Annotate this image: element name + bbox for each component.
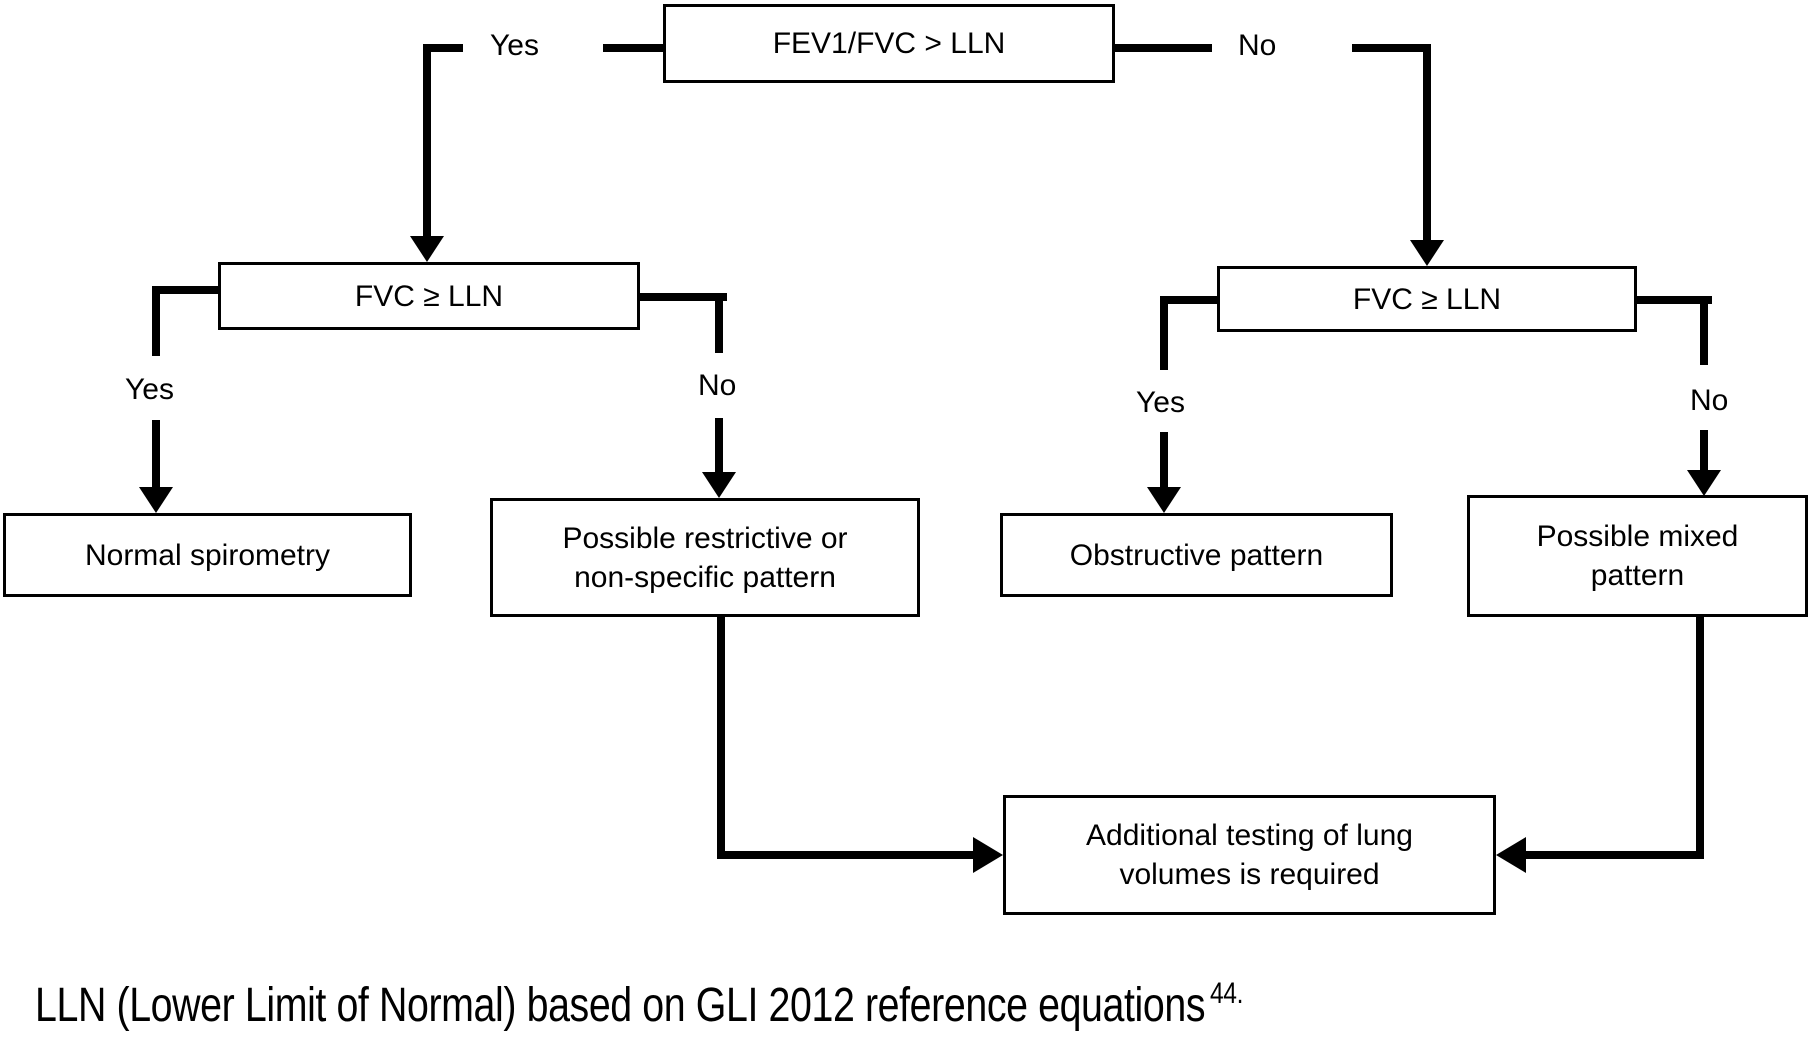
edge-root-no-segment xyxy=(1115,44,1212,52)
node-obstructive-pattern: Obstructive pattern xyxy=(1000,513,1393,597)
edge-mixed-additional-arrowhead xyxy=(1496,837,1526,873)
edge-label-left-yes: Yes xyxy=(121,372,178,408)
node-fvc-lln-left-label: FVC ≥ LLN xyxy=(354,279,504,313)
node-restrictive-pattern-label: Possible restrictive or non-specific pat… xyxy=(562,521,848,594)
node-fvc-lln-right: FVC ≥ LLN xyxy=(1217,266,1637,332)
edge-left-no-segment xyxy=(715,418,723,473)
edge-left-yes-segment xyxy=(152,420,160,488)
edge-mixed-additional-segment xyxy=(1696,617,1704,859)
edge-root-yes-segment xyxy=(423,44,431,236)
footnote-reference: 44. xyxy=(1210,977,1244,1010)
edge-root-yes-arrowhead xyxy=(410,236,444,262)
edge-left-no-segment xyxy=(715,293,723,353)
edge-right-yes-arrowhead xyxy=(1147,487,1181,513)
edge-mixed-additional-segment xyxy=(1526,851,1704,859)
edge-right-yes-segment xyxy=(1160,432,1168,488)
footnote-text: LLN (Lower Limit of Normal) based on GLI… xyxy=(35,979,1206,1032)
edge-label-right-yes: Yes xyxy=(1132,385,1189,421)
edge-root-yes-segment xyxy=(427,44,463,52)
edge-left-no-arrowhead xyxy=(702,472,736,498)
edge-label-left-no: No xyxy=(694,368,741,404)
edge-root-no-arrowhead xyxy=(1410,240,1444,266)
edge-right-yes-segment xyxy=(1160,296,1217,304)
edge-right-no-segment xyxy=(1700,430,1708,471)
edge-right-no-segment xyxy=(1700,296,1708,365)
node-restrictive-pattern: Possible restrictive or non-specific pat… xyxy=(490,498,920,617)
edge-left-yes-segment xyxy=(152,286,160,356)
edge-label-root-no: No xyxy=(1234,28,1281,64)
edge-root-no-segment xyxy=(1352,44,1431,52)
node-fev1-fvc-ratio: FEV1/FVC > LLN xyxy=(663,4,1115,83)
node-normal-spirometry: Normal spirometry xyxy=(3,513,412,597)
node-additional-testing: Additional testing of lung volumes is re… xyxy=(1003,795,1496,915)
edge-restrictive-additional-arrowhead xyxy=(973,837,1003,873)
edge-right-no-segment xyxy=(1637,296,1712,304)
node-fvc-lln-right-label: FVC ≥ LLN xyxy=(1352,282,1502,316)
edge-right-yes-segment xyxy=(1160,296,1168,370)
edge-left-no-segment xyxy=(640,293,727,301)
edge-right-no-arrowhead xyxy=(1687,470,1721,496)
edge-left-yes-arrowhead xyxy=(139,487,173,513)
edge-root-yes-segment xyxy=(603,44,663,52)
edge-left-yes-segment xyxy=(152,286,218,294)
node-fev1-fvc-ratio-label: FEV1/FVC > LLN xyxy=(772,27,1006,60)
edge-restrictive-additional-segment xyxy=(717,851,973,859)
node-additional-testing-label: Additional testing of lung volumes is re… xyxy=(1086,819,1413,891)
edge-root-no-segment xyxy=(1423,44,1431,241)
node-obstructive-pattern-label: Obstructive pattern xyxy=(1069,538,1324,572)
node-mixed-pattern: Possible mixed pattern xyxy=(1467,495,1808,617)
edge-restrictive-additional-segment xyxy=(717,617,725,859)
edge-label-root-yes: Yes xyxy=(486,28,543,64)
node-mixed-pattern-label: Possible mixed pattern xyxy=(1536,520,1739,592)
edge-label-right-no: No xyxy=(1686,383,1733,419)
node-normal-spirometry-label: Normal spirometry xyxy=(84,538,331,572)
footnote: LLN (Lower Limit of Normal) based on GLI… xyxy=(35,977,1244,1033)
node-fvc-lln-left: FVC ≥ LLN xyxy=(218,262,640,330)
